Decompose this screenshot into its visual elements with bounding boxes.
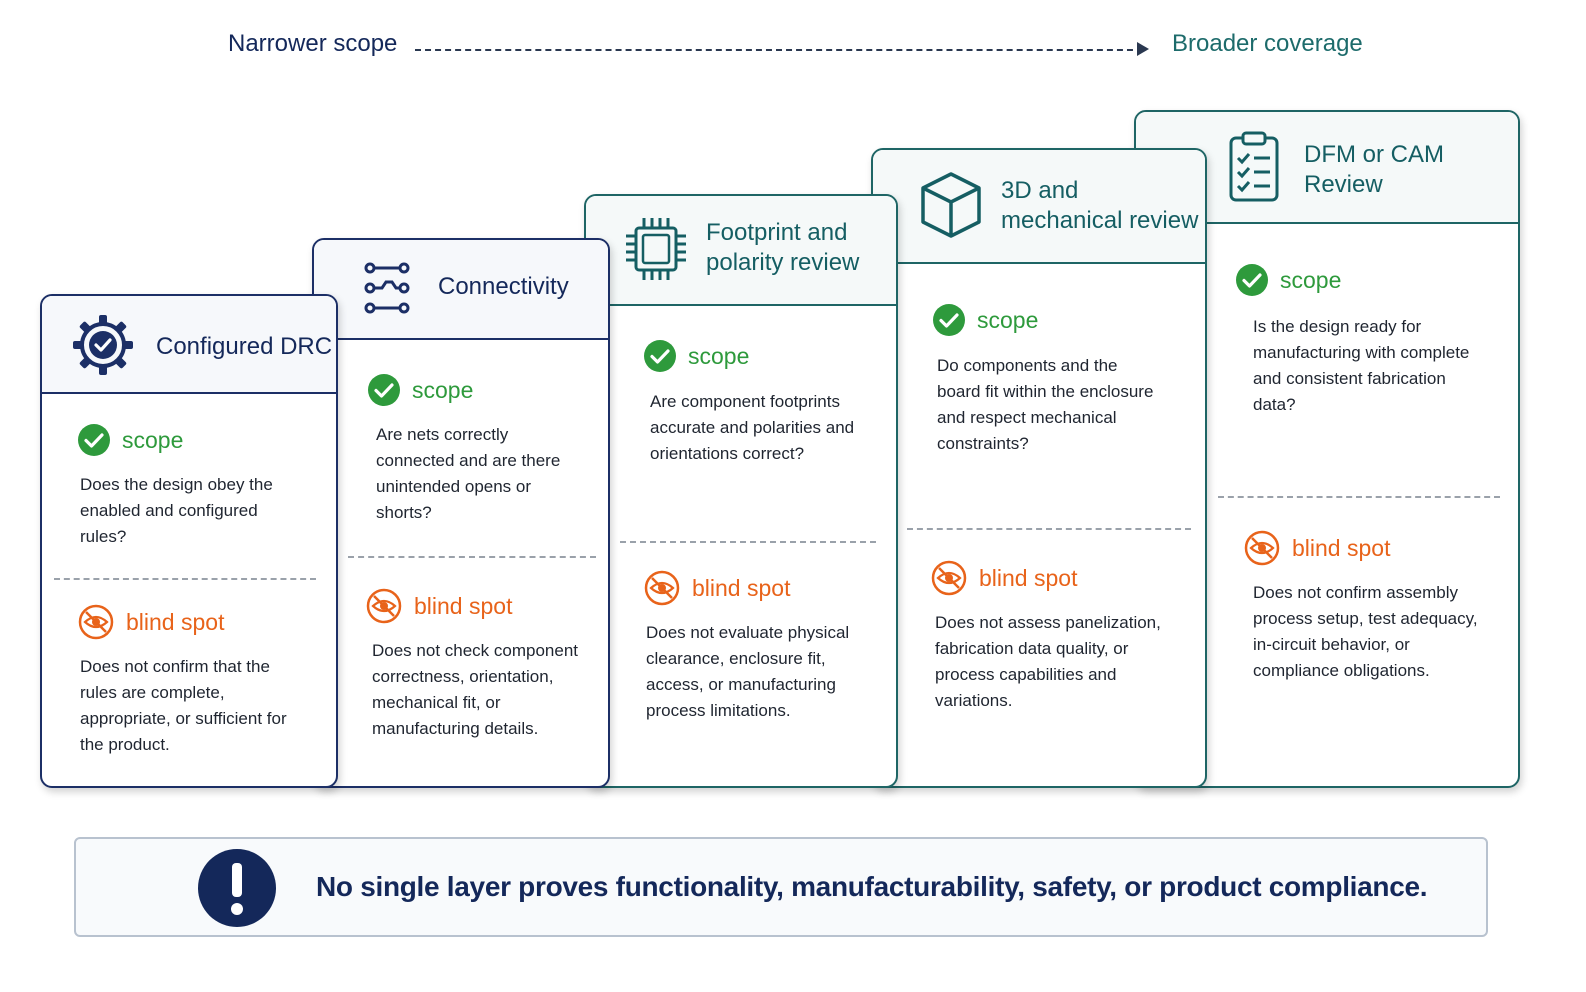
blind-spot-text: Does not confirm assembly process setup,… [1253, 583, 1478, 680]
eye-slash-icon [931, 560, 967, 596]
axis-broader-coverage: Broader coverage [1172, 30, 1363, 57]
scope-label: scope [122, 426, 184, 453]
layer-title: Footprint and polarity review [706, 219, 860, 276]
scope-row: scope [78, 424, 183, 456]
blind-spot-label: blind spot [1292, 534, 1391, 561]
scope-text: Does the design obey the enabled and con… [80, 475, 273, 546]
scope-row: scope [933, 304, 1038, 336]
eye-slash-icon [366, 588, 402, 624]
section-divider [348, 556, 596, 558]
axis-narrower-scope: Narrower scope [228, 30, 398, 57]
blind-spot-row: blind spot [931, 560, 1077, 596]
summary-message: No single layer proves functionality, ma… [316, 871, 1428, 902]
connections-icon [364, 262, 410, 314]
scope-text: Are nets correctly connected and are the… [376, 425, 561, 522]
scope-text: Are component footprints accurate and po… [650, 392, 855, 463]
layer-card-configured-drc: Configured DRC scope Does the design obe… [40, 294, 338, 788]
summary-callout: No single layer proves functionality, ma… [74, 837, 1488, 937]
cube-icon [921, 172, 981, 238]
scope-arrow-line [415, 49, 1143, 51]
layer-header: Connectivity [314, 240, 608, 340]
section-divider [1218, 496, 1500, 498]
section-divider [54, 578, 316, 580]
check-circle-icon [933, 304, 965, 336]
layer-title: Configured DRC [156, 333, 333, 360]
section-divider [907, 528, 1191, 530]
arrow-right-icon [1137, 42, 1149, 56]
blind-spot-text: Does not evaluate physical clearance, en… [646, 623, 850, 720]
blind-spot-label: blind spot [414, 592, 513, 619]
scope-row: scope [1236, 264, 1341, 296]
eye-slash-icon [78, 604, 114, 640]
exclamation-circle-icon [198, 849, 276, 927]
clipboard-checklist-icon [1229, 131, 1279, 202]
scope-row: scope [644, 340, 749, 372]
blind-spot-row: blind spot [366, 588, 512, 624]
scope-text: Is the design ready for manufacturing wi… [1253, 317, 1470, 414]
blind-spot-text: Does not confirm that the rules are comp… [80, 657, 287, 754]
eye-slash-icon [1244, 530, 1280, 566]
check-circle-icon [368, 374, 400, 406]
layer-card-connectivity: Connectivity scope Are nets correctly co… [312, 238, 610, 788]
gear-check-icon [73, 315, 133, 375]
layer-header: 3D and mechanical review [873, 150, 1205, 264]
layer-card-3d-mechanical: 3D and mechanical review scope Do compon… [871, 148, 1207, 788]
blind-spot-row: blind spot [78, 604, 224, 640]
scope-label: scope [977, 306, 1039, 333]
scope-text: Do components and the board fit within t… [937, 356, 1154, 453]
scope-label: scope [412, 376, 474, 403]
layer-header: Configured DRC [42, 296, 336, 394]
check-circle-icon [644, 340, 676, 372]
blind-spot-row: blind spot [1244, 530, 1390, 566]
layer-title: Connectivity [438, 273, 569, 300]
section-divider [620, 541, 876, 543]
scope-label: scope [688, 342, 750, 369]
eye-slash-icon [644, 570, 680, 606]
check-circle-icon [78, 424, 110, 456]
blind-spot-row: blind spot [644, 570, 790, 606]
scope-row: scope [368, 374, 473, 406]
layer-title: 3D and mechanical review [1001, 177, 1199, 234]
layer-header: Footprint and polarity review [586, 196, 896, 306]
scope-label: scope [1280, 266, 1342, 293]
blind-spot-text: Does not check component correctness, or… [372, 641, 579, 738]
blind-spot-text: Does not assess panelization, fabricatio… [935, 613, 1161, 710]
blind-spot-label: blind spot [692, 574, 791, 601]
layer-title: DFM or CAM Review [1304, 141, 1444, 198]
check-circle-icon [1236, 264, 1268, 296]
blind-spot-label: blind spot [126, 608, 225, 635]
chip-icon [626, 218, 686, 280]
blind-spot-label: blind spot [979, 564, 1078, 591]
layer-card-footprint-polarity: Footprint and polarity review scope Are … [584, 194, 898, 788]
